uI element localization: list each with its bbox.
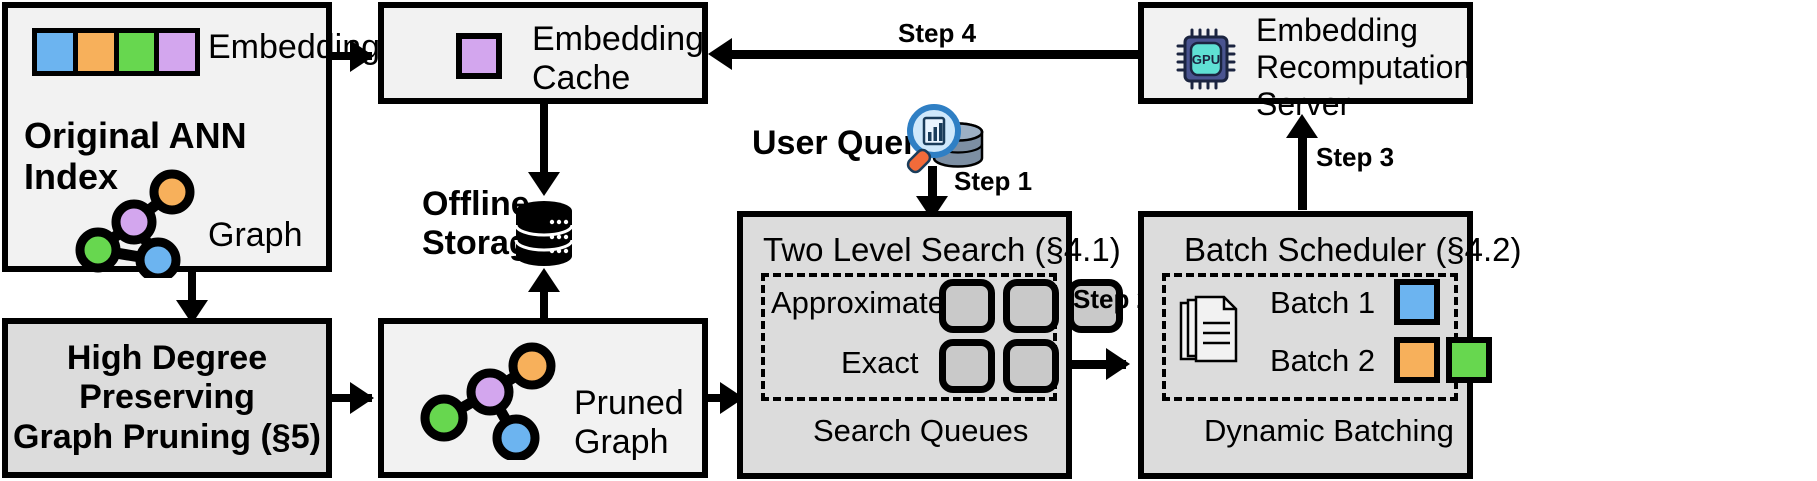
arrow-pruning-to-pruned-head xyxy=(350,382,374,414)
exact-queue-cell[interactable] xyxy=(1003,339,1059,393)
exact-queue-row xyxy=(939,339,1059,393)
approximate-label: Approximate xyxy=(771,285,946,320)
arrow-cache-to-storage-line xyxy=(540,104,548,182)
batch-2-label: Batch 2 xyxy=(1270,343,1376,378)
search-database-icon xyxy=(906,104,984,174)
arrow-cache-to-storage-head xyxy=(528,172,560,196)
batch-1-label: Batch 1 xyxy=(1270,285,1376,320)
embedding-swatch-blue xyxy=(37,33,78,71)
gpu-icon: GPU xyxy=(1176,28,1236,90)
embedding-swatch-purple xyxy=(159,33,195,71)
embedding-swatch-strip xyxy=(32,28,200,76)
embedding-cache-swatch xyxy=(456,33,502,79)
arrow-query-to-search-line xyxy=(928,166,937,210)
dynamic-batching-footer: Dynamic Batching xyxy=(1204,413,1454,448)
graph-pruning-box: High Degree Preserving Graph Pruning (§5… xyxy=(2,318,332,478)
step-1-label: Step 1 xyxy=(954,166,1033,196)
approximate-queue-cell[interactable] xyxy=(939,279,995,333)
arrow-search-to-batch-line xyxy=(1072,360,1126,369)
search-queues-footer: Search Queues xyxy=(813,413,1029,448)
batch-scheduler-title: Batch Scheduler (§4.2) xyxy=(1184,231,1522,268)
original-ann-index-box: Embedding Original ANN Index Graph xyxy=(2,2,380,278)
arrow-batch-to-server-line xyxy=(1298,136,1307,210)
two-level-search-box: Two Level Search (§4.1) Approximate Exac… xyxy=(737,211,1123,479)
documents-icon xyxy=(1179,295,1238,363)
batch-2-swatches xyxy=(1394,337,1492,383)
arrow-index-to-cache-head xyxy=(350,40,374,72)
approximate-queue-cell[interactable] xyxy=(1003,279,1059,333)
recomputation-server-box: GPU Embedding Recomputation Server xyxy=(1138,2,1473,122)
step-3-label: Step 3 xyxy=(1316,142,1395,172)
batch-2-swatch-green xyxy=(1446,337,1492,383)
embedding-cache-box: Embedding Cache xyxy=(378,2,708,104)
batch-scheduler-box: Batch Scheduler (§4.2) Batch 1 Batch 2 D… xyxy=(1138,211,1522,479)
exact-queue-cell[interactable] xyxy=(939,339,995,393)
arrow-pruned-to-storage-head xyxy=(528,268,560,292)
batch-1-swatch-blue xyxy=(1394,279,1440,325)
two-level-search-title: Two Level Search (§4.1) xyxy=(763,231,1121,268)
graph-label: Graph xyxy=(208,216,303,254)
pruned-graph-icon xyxy=(420,342,556,460)
embedding-swatch-green xyxy=(118,33,160,71)
step-4-label: Step 4 xyxy=(898,18,977,48)
arrow-server-to-cache-head xyxy=(708,38,732,70)
database-icon xyxy=(514,201,574,266)
arrow-index-to-pruning-line xyxy=(188,272,196,314)
gpu-icon-text: GPU xyxy=(1192,52,1220,67)
arrow-batch-to-server-head xyxy=(1286,114,1318,138)
embedding-swatch-orange xyxy=(77,33,119,71)
graph-pruning-label: High Degree Preserving Graph Pruning (§5… xyxy=(13,339,321,456)
approximate-queue-cell[interactable] xyxy=(1067,279,1123,333)
original-index-graph-icon xyxy=(75,169,195,278)
offline-storage-label: Offline Storage xyxy=(422,185,549,263)
arrow-search-to-batch-head xyxy=(1106,348,1130,380)
recomputation-server-label: Embedding Recomputation Server xyxy=(1256,12,1472,122)
original-ann-index-title: Original ANN Index xyxy=(24,115,247,198)
search-queues-dashed-panel xyxy=(761,273,1057,401)
batch-2-swatch-orange xyxy=(1394,337,1440,383)
batch-1-swatches xyxy=(1394,279,1440,325)
embedding-cache-label: Embedding Cache xyxy=(532,20,705,98)
exact-label: Exact xyxy=(841,345,919,380)
arrow-server-to-cache-line xyxy=(730,50,1138,59)
arrow-pruned-to-storage-line xyxy=(540,292,548,320)
pruned-graph-box: Pruned Graph xyxy=(378,318,708,478)
pruned-graph-label: Pruned Graph xyxy=(574,384,684,462)
approximate-queue-row xyxy=(939,279,1123,333)
